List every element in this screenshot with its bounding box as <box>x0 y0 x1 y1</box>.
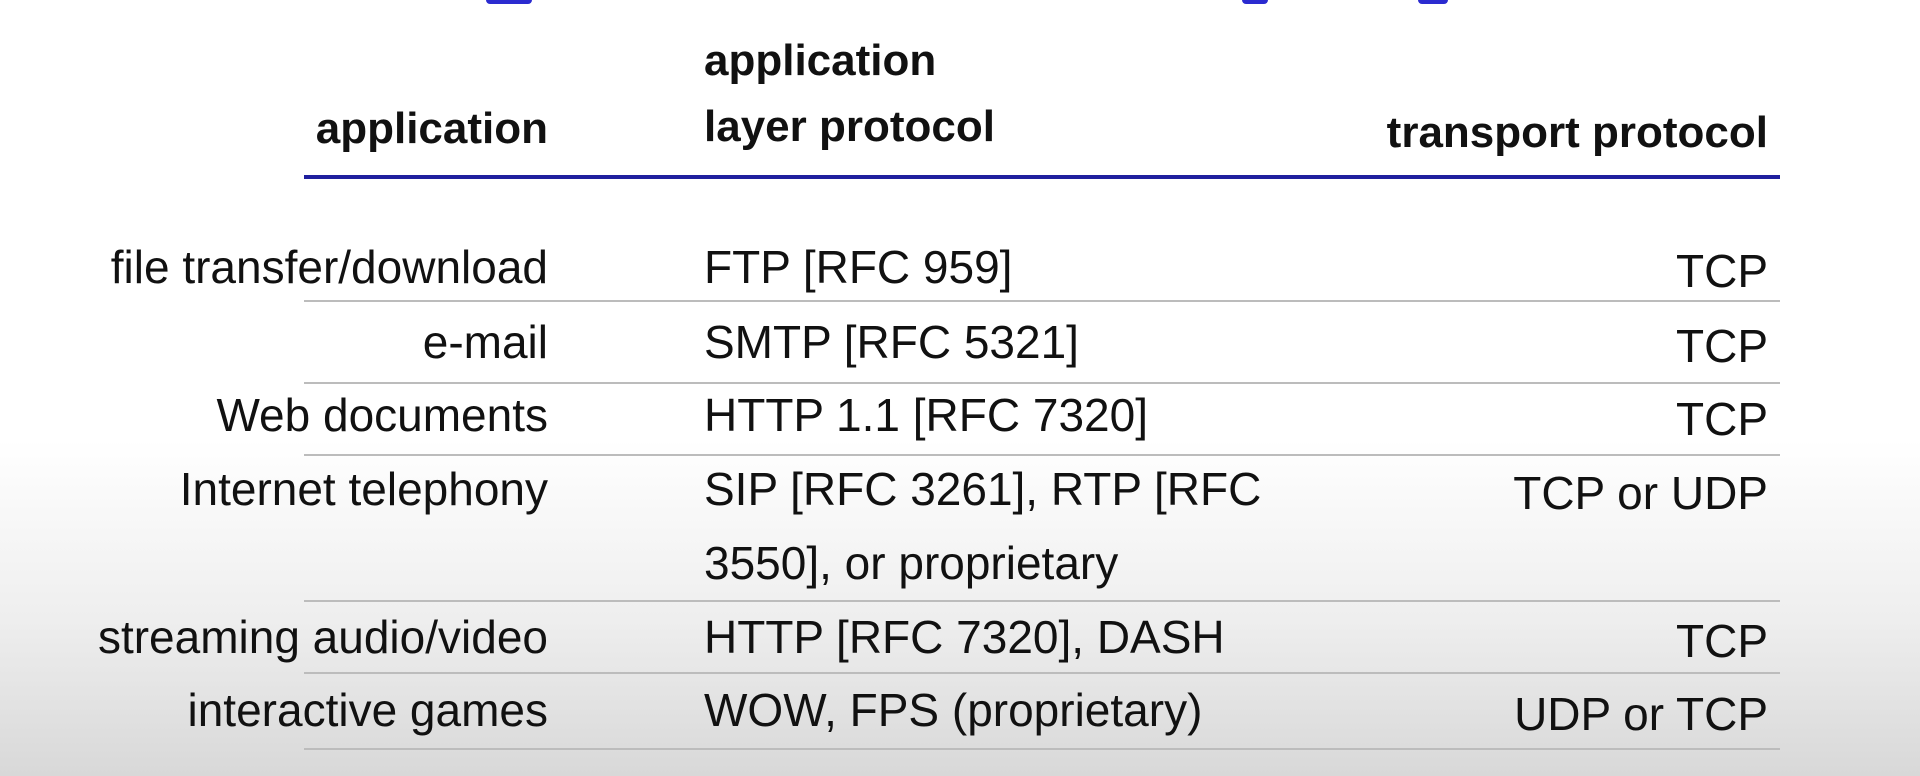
cell-application: e-mail <box>422 316 548 368</box>
header-transport-protocol: transport protocol <box>1386 108 1768 157</box>
cell-protocol: WOW, FPS (proprietary) <box>704 684 1203 736</box>
header-protocol-line2: layer protocol <box>704 102 995 151</box>
cell-transport: TCP <box>1676 245 1768 297</box>
cell-transport: TCP <box>1676 615 1768 667</box>
cell-protocol: SIP [RFC 3261], RTP [RFC 3550], or propr… <box>704 463 1262 589</box>
cell-application: Web documents <box>216 389 548 441</box>
header-application-layer-protocol: application layer protocol <box>704 28 995 160</box>
row-divider <box>304 672 1780 674</box>
cell-transport: TCP or UDP <box>1513 467 1768 519</box>
cell-protocol: SMTP [RFC 5321] <box>704 316 1079 368</box>
cell-protocol: FTP [RFC 959] <box>704 241 1013 293</box>
header-divider <box>304 175 1780 179</box>
cell-application: interactive games <box>187 684 549 736</box>
row-divider <box>304 600 1780 602</box>
cell-protocol: HTTP [RFC 7320], DASH <box>704 611 1225 663</box>
cell-protocol: HTTP 1.1 [RFC 7320] <box>704 389 1148 441</box>
cell-transport: TCP <box>1676 320 1768 372</box>
cell-application: Internet telephony <box>179 463 548 515</box>
cell-transport: TCP <box>1676 393 1768 445</box>
cropped-title-remnant <box>0 0 1920 8</box>
row-divider <box>304 300 1780 302</box>
cell-transport: UDP or TCP <box>1514 688 1768 740</box>
header-protocol-line1: application <box>704 36 937 85</box>
row-divider <box>304 748 1780 750</box>
row-divider <box>304 382 1780 384</box>
cell-application: file transfer/download <box>110 241 548 293</box>
row-divider <box>304 454 1780 456</box>
header-application: application <box>315 104 548 153</box>
cell-application: streaming audio/video <box>97 611 548 663</box>
